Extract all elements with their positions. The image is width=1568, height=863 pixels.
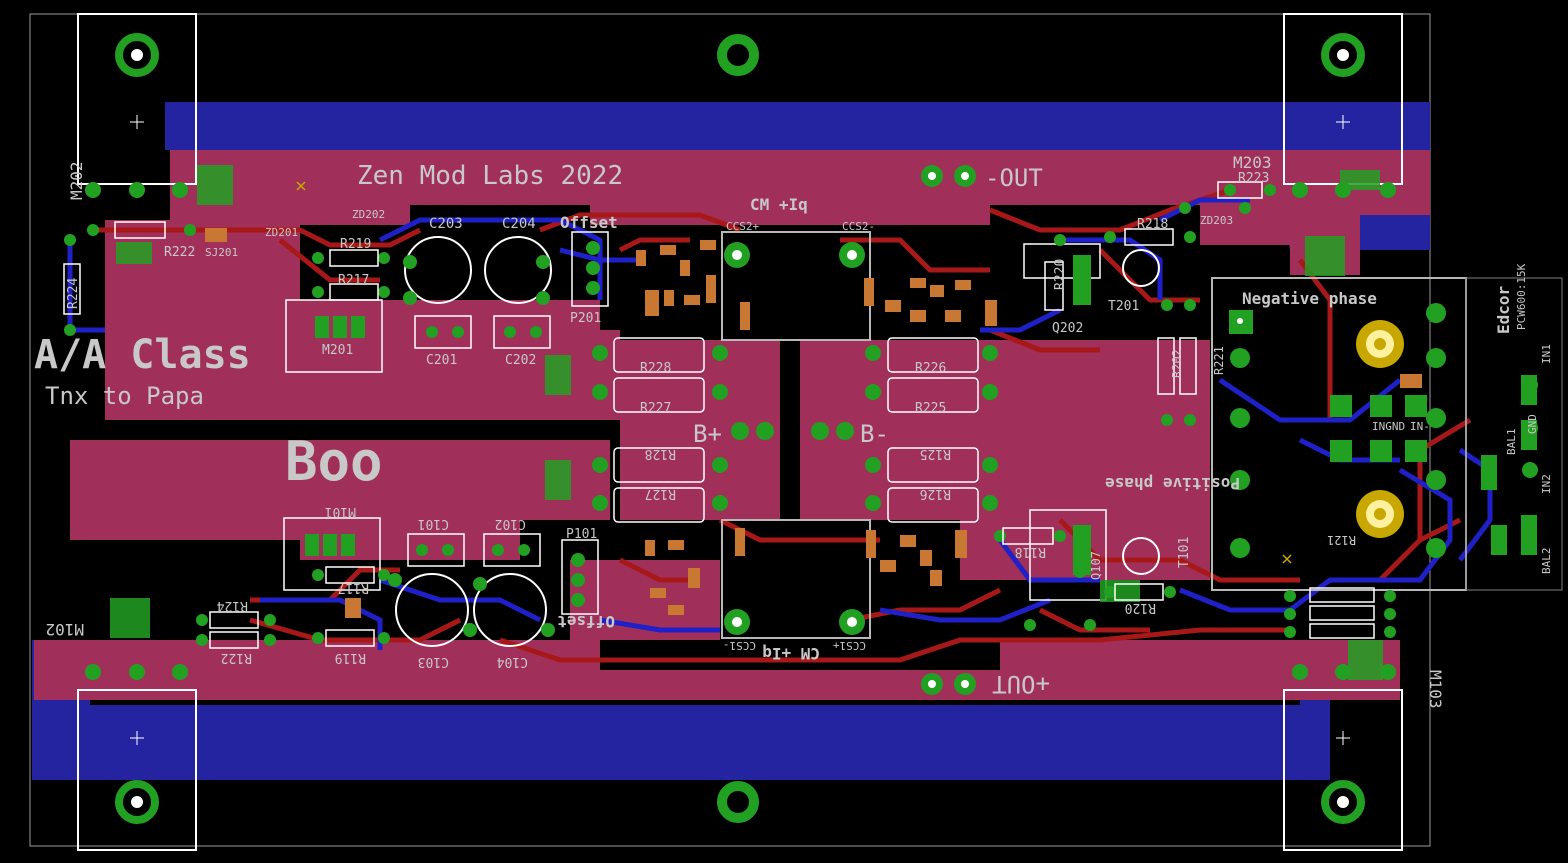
sj201-label: SJ201 [205, 246, 238, 259]
in2-label: IN2 [1540, 474, 1553, 494]
out-pos-label: +OUT [992, 670, 1050, 698]
t101-label: T101 [1177, 537, 1192, 568]
board-title: Zen Mod Labs 2022 [357, 161, 623, 191]
class-label: A/A Class [34, 332, 251, 378]
m103-label: M103 [1426, 670, 1445, 709]
ccs1-plus-label: CCS1+ [833, 639, 866, 652]
r219-label: R219 [340, 237, 371, 252]
r125-label: R125 [920, 446, 951, 461]
m101-label: M101 [325, 504, 356, 519]
thermal-via-arrays [110, 165, 1383, 680]
t201-label: T201 [1108, 299, 1139, 314]
r221-label: R221 [1212, 346, 1226, 375]
in1-label: IN1 [1540, 344, 1553, 364]
p201-label: P201 [570, 311, 601, 326]
zd202-label: ZD202 [352, 208, 385, 221]
c202-label: C202 [505, 353, 536, 368]
c102-label: C102 [495, 516, 526, 531]
r226-label: R226 [915, 361, 946, 376]
r223-label: R223 [1238, 171, 1269, 186]
negative-phase-label: Negative phase [1242, 289, 1377, 308]
smd-components [205, 228, 1422, 618]
edcor-part-label: PCW600:15K [1515, 263, 1528, 330]
m202-label: M202 [67, 161, 86, 200]
r120-label: R120 [1125, 600, 1156, 615]
r117-label: R117 [338, 580, 369, 595]
axial-resistors [63, 181, 1375, 649]
r202-label: R202 [1170, 349, 1184, 378]
square-pads [305, 255, 1537, 575]
drill-holes [732, 172, 1243, 688]
r122-label: R122 [221, 650, 252, 665]
c101-label: C101 [418, 516, 449, 531]
c203-label: C203 [429, 216, 463, 232]
bal1-label: BAL1 [1505, 429, 1518, 456]
r121-label: R121 [1327, 533, 1356, 547]
q202-label: Q202 [1052, 321, 1083, 336]
origin-cross-icon [130, 115, 1350, 745]
positive-phase-label: Positive phase [1105, 474, 1240, 493]
electrolytic-caps [395, 236, 1160, 647]
offset-top-label: Offset [560, 213, 618, 232]
ccs2-plus-label: CCS2+ [726, 220, 759, 233]
c201-label: C201 [426, 353, 457, 368]
m102-label: M102 [45, 620, 84, 639]
mounting-hole-icon [115, 33, 1365, 824]
m201-label: M201 [322, 343, 353, 358]
transformer-mounts [1356, 320, 1404, 538]
board-outline [29, 13, 1431, 847]
marker-cross-icon [296, 181, 1292, 564]
b-plus-label: B+ [693, 420, 722, 448]
edcor-label: Edcor [1494, 286, 1513, 334]
r118-label: R118 [1015, 544, 1046, 559]
gnd-label: GND [1526, 414, 1539, 434]
out-neg-label: -OUT [985, 164, 1043, 192]
zd203-label: ZD203 [1200, 214, 1233, 227]
r126-label: R126 [920, 486, 951, 501]
top-copper-layer [34, 150, 1430, 700]
r127-label: R127 [645, 486, 676, 501]
cm-bottom-label: CM +Iq [762, 644, 820, 663]
zd201-label: ZD201 [265, 226, 298, 239]
r119-label: R119 [335, 650, 366, 665]
c103-label: C103 [418, 654, 449, 669]
c204-label: C204 [502, 216, 536, 232]
c104-label: C104 [497, 654, 528, 669]
r227-label: R227 [640, 401, 671, 416]
silkscreen-text: Zen Mod Labs 2022 -OUT A/A Class Tnx to … [34, 153, 1553, 709]
r225-label: R225 [915, 401, 946, 416]
r218-label: R218 [1137, 217, 1168, 232]
r222-label: R222 [164, 245, 195, 260]
cm-top-label: CM +Iq [750, 195, 808, 214]
r220-label: R220 [1053, 259, 1068, 290]
r128-label: R128 [645, 446, 676, 461]
thanks-label: Tnx to Papa [45, 382, 204, 410]
ccs1-minus-label: CCS1- [723, 639, 756, 652]
r124-label: R124 [217, 598, 248, 613]
name-label: Boo [285, 430, 383, 493]
ccs2-minus-label: CCS2- [842, 220, 875, 233]
power-resistors [613, 337, 979, 523]
r217-label: R217 [338, 273, 369, 288]
offset-bottom-label: Offset [557, 612, 615, 631]
in-minus-label: IN- [1410, 420, 1430, 433]
q107-label: Q107 [1089, 551, 1103, 580]
m203-label: M203 [1233, 153, 1272, 172]
bottom-copper-layer [32, 102, 1430, 780]
r224-label: R224 [66, 278, 81, 309]
b-minus-label: B- [860, 420, 889, 448]
r228-label: R228 [640, 361, 671, 376]
ingnd-label: INGND [1372, 420, 1405, 433]
bal2-label: BAL2 [1540, 548, 1553, 575]
p101-label: P101 [566, 527, 597, 542]
